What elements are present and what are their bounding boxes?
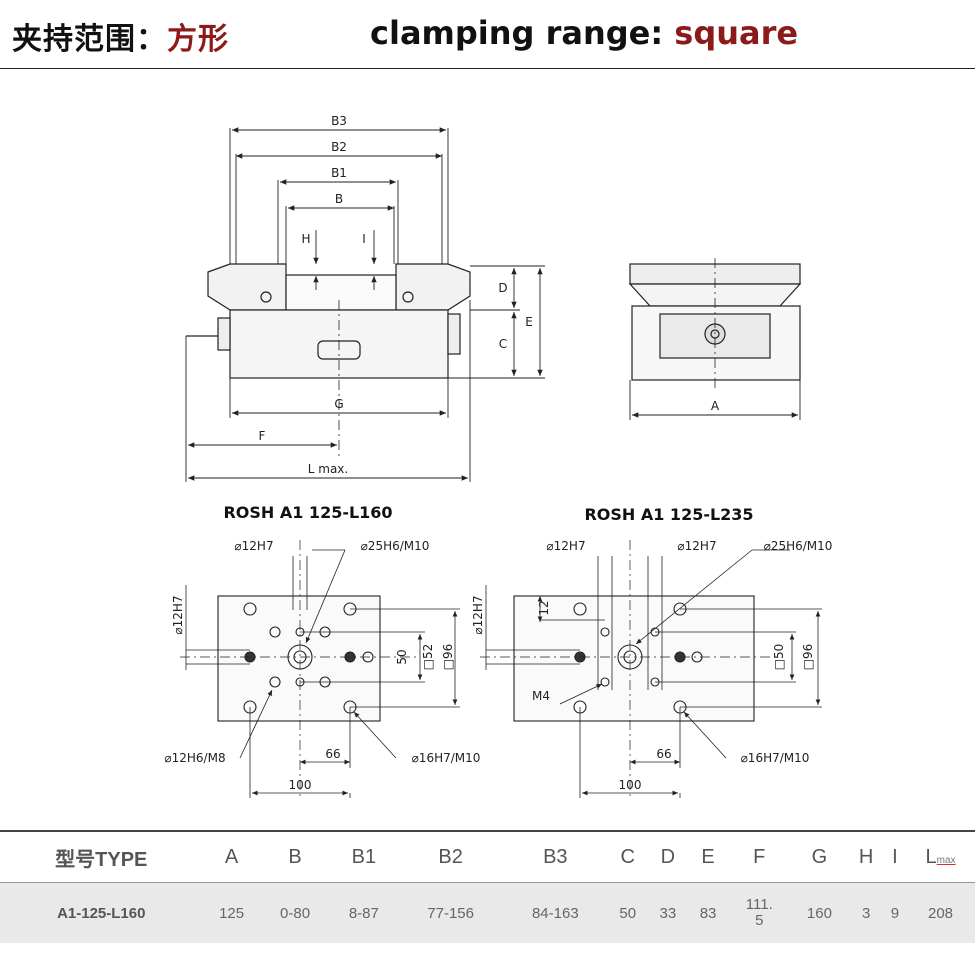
header-cn-title: 夹持范围：方形 xyxy=(12,14,229,58)
cell-h: 3 xyxy=(848,882,884,943)
vise-front-dimensions xyxy=(185,127,545,482)
cell-b: 0-80 xyxy=(260,882,330,943)
col-g: G xyxy=(790,830,849,883)
right-dim-12: 12 xyxy=(537,600,551,615)
dim-d: D xyxy=(498,281,507,295)
table-row: A1-125-L160 125 0-80 8-87 77-156 84-163 … xyxy=(0,882,975,943)
col-f: F xyxy=(728,830,791,883)
col-type: 型号TYPE xyxy=(0,830,203,883)
col-lmax-letter: L xyxy=(925,845,937,868)
col-b1: B1 xyxy=(329,830,399,883)
right-dim-100: 100 xyxy=(619,778,642,792)
col-h: H xyxy=(848,830,884,883)
right-hole-bottom-right: ⌀16H7/M10 xyxy=(741,751,810,765)
cell-e: 83 xyxy=(687,882,729,943)
right-m4: M4 xyxy=(532,689,550,703)
dim-i: I xyxy=(362,232,366,246)
cell-c: 50 xyxy=(607,882,648,943)
right-base-plate xyxy=(480,540,822,798)
spec-table: 型号TYPE A B B1 B2 B3 C D E F G H I Lmax A… xyxy=(0,830,975,943)
dim-g: G xyxy=(334,397,343,411)
cell-f: 111. 5 xyxy=(728,882,791,943)
left-base-plate xyxy=(180,540,460,798)
vise-front-labels: B3 B2 B1 B H I D E C G F L max. xyxy=(259,114,533,476)
cell-lmax: 208 xyxy=(906,882,975,943)
dim-b2: B2 xyxy=(331,140,347,154)
col-b3: B3 xyxy=(502,830,608,883)
header-en-value: square xyxy=(674,14,799,52)
col-b: B xyxy=(260,830,330,883)
dim-f: F xyxy=(259,429,266,443)
cell-d: 33 xyxy=(647,882,688,943)
right-plate-labels: ⌀12H7 ⌀12H7 ⌀25H6/M10 ⌀12H7 12 □50 □96 M… xyxy=(471,539,832,792)
cell-a: 125 xyxy=(202,882,261,943)
dim-b1: B1 xyxy=(331,166,347,180)
left-hole-bottom-left: ⌀12H6/M8 xyxy=(164,751,225,765)
page-header: 夹持范围：方形 clamping range: square xyxy=(0,0,975,69)
dim-b3: B3 xyxy=(331,114,347,128)
col-b2: B2 xyxy=(398,830,503,883)
cell-type: A1-125-L160 xyxy=(0,882,203,943)
cell-g: 160 xyxy=(790,882,849,943)
left-dim-sq52: □52 xyxy=(421,644,435,671)
cell-i: 9 xyxy=(883,882,907,943)
left-dim-50: 50 xyxy=(395,649,409,664)
col-d: D xyxy=(647,830,688,883)
right-dim-sq50: □50 xyxy=(772,644,786,671)
col-i: I xyxy=(883,830,907,883)
col-lmax: Lmax xyxy=(906,830,975,883)
cell-b2: 77-156 xyxy=(398,882,503,943)
dim-e: E xyxy=(525,315,533,329)
vise-front-view xyxy=(186,263,471,458)
left-hole-bottom-right: ⌀16H7/M10 xyxy=(412,751,481,765)
right-dim-66: 66 xyxy=(656,747,671,761)
right-hole-top-a: ⌀12H7 xyxy=(546,539,585,553)
header-cn-label: 夹持范围： xyxy=(12,22,167,57)
header-en-title: clamping range: square xyxy=(370,14,798,52)
dim-lmax: L max. xyxy=(308,462,348,476)
right-dim-sq96: □96 xyxy=(801,644,815,671)
left-dim-sq96: □96 xyxy=(441,644,455,671)
dim-h: H xyxy=(301,232,310,246)
col-c: C xyxy=(607,830,648,883)
right-plate-title: ROSH A1 125-L235 xyxy=(584,505,753,524)
spec-table-header-row: 型号TYPE A B B1 B2 B3 C D E F G H I Lmax xyxy=(0,830,975,883)
col-e: E xyxy=(687,830,729,883)
dim-b: B xyxy=(335,192,343,206)
left-plate-labels: ⌀12H7 ⌀25H6/M10 ⌀12H7 50 □52 □96 ⌀12H6/M… xyxy=(164,539,480,792)
cell-b1: 8-87 xyxy=(329,882,399,943)
right-hole-top-b: ⌀12H7 xyxy=(677,539,716,553)
dim-a: A xyxy=(711,399,720,413)
header-cn-value: 方形 xyxy=(167,22,229,57)
left-hole-side: ⌀12H7 xyxy=(171,595,185,634)
left-dim-100: 100 xyxy=(289,778,312,792)
header-en-label: clamping range: xyxy=(370,14,675,52)
dim-c: C xyxy=(499,337,507,351)
col-lmax-sub: max xyxy=(936,854,956,866)
left-dim-66: 66 xyxy=(325,747,340,761)
col-a: A xyxy=(202,830,261,883)
vise-side-view xyxy=(628,258,802,420)
right-hole-side: ⌀12H7 xyxy=(471,595,485,634)
left-plate-title: ROSH A1 125-L160 xyxy=(223,503,392,522)
technical-drawing: B3 B2 B1 B H I D E C G F L max. A ROSH A… xyxy=(164,114,832,798)
left-hole-top-b: ⌀25H6/M10 xyxy=(361,539,430,553)
cell-b3: 84-163 xyxy=(502,882,608,943)
right-hole-top-c: ⌀25H6/M10 xyxy=(764,539,833,553)
left-hole-top-a: ⌀12H7 xyxy=(234,539,273,553)
